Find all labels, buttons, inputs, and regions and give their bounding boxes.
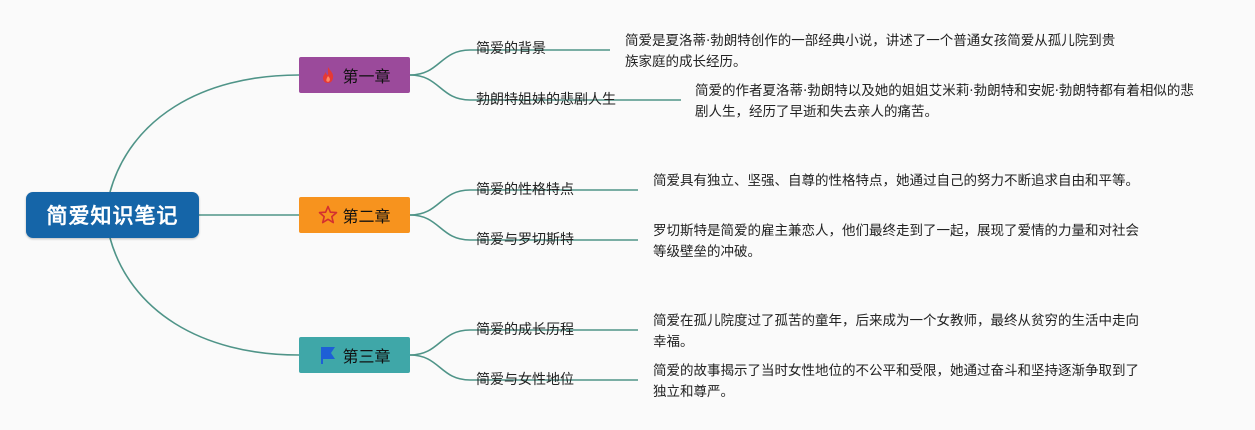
topic-1-2[interactable]: 勃朗特姐妹的悲剧人生 [476,92,616,108]
topic-2-2[interactable]: 简爱与罗切斯特 [476,232,574,248]
note-1-1: 简爱是夏洛蒂·勃朗特创作的一部经典小说，讲述了一个普通女孩简爱从孤儿院到贵族家庭… [625,33,1116,70]
link-ch3-t1 [409,329,471,356]
chapter-node-2[interactable]: 第二章 [299,197,410,233]
note-3-1: 简爱在孤儿院度过了孤苦的童年，后来成为一个女教师，最终从贫穷的生活中走向幸福。 [653,313,1139,350]
link-ch1-t1 [409,49,471,76]
chapter-label-2: 第二章 [342,207,391,226]
chapter-label-1: 第一章 [342,67,391,86]
note-2-2: 罗切斯特是简爱的雇主兼恋人，他们最终走到了一起，展现了爱情的力量和对社会等级壁垒… [653,223,1139,260]
topic-2-1[interactable]: 简爱的性格特点 [476,182,574,198]
chapter-label-3: 第三章 [342,347,391,366]
link-ch2-t2 [409,214,471,241]
fire-icon [318,65,338,85]
link-root-ch3 [109,237,300,356]
chapter-node-3[interactable]: 第三章 [299,337,410,373]
root-node[interactable]: 简爱知识笔记 [26,192,199,238]
topic-1-1[interactable]: 简爱的背景 [476,41,546,57]
note-3-2: 简爱的故事揭示了当时女性地位的不公平和受限，她通过奋斗和坚持逐渐争取到了独立和尊… [653,363,1139,400]
link-ch3-t2 [409,354,471,381]
topic-3-1[interactable]: 简爱的成长历程 [476,322,574,338]
link-ch1-t2 [409,74,471,101]
flag-icon [318,345,338,365]
topic-3-2[interactable]: 简爱与女性地位 [476,372,574,388]
link-root-ch1 [109,74,300,193]
note-2-1: 简爱具有独立、坚强、自尊的性格特点，她通过自己的努力不断追求自由和平等。 [653,173,1139,189]
root-title: 简爱知识笔记 [46,204,179,228]
chapter-node-1[interactable]: 第一章 [299,57,410,93]
link-ch2-t1 [409,189,471,216]
note-1-2: 简爱的作者夏洛蒂·勃朗特以及她的姐姐艾米莉·勃朗特和安妮·勃朗特都有着相似的悲剧… [695,83,1194,120]
star-icon [318,205,338,225]
